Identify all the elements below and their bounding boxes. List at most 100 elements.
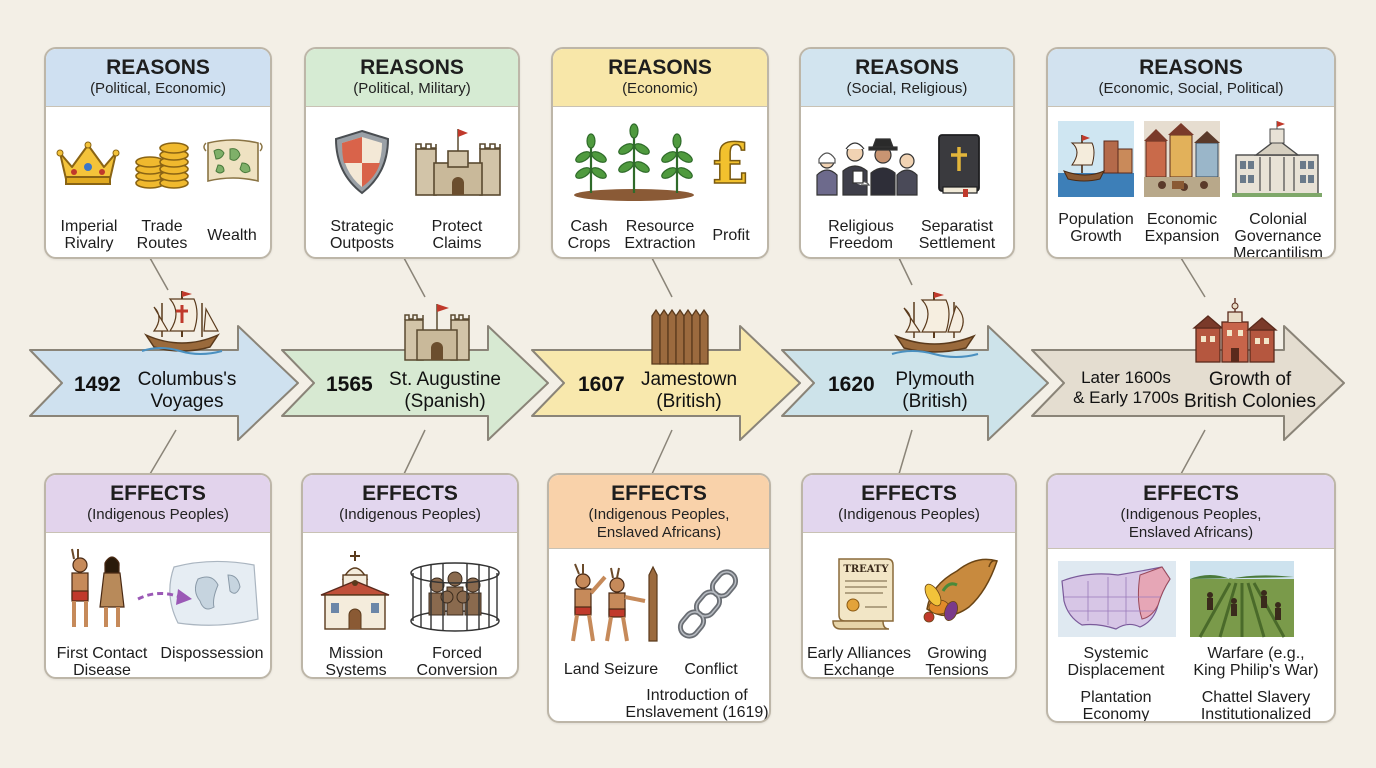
item-line: Early Alliances bbox=[806, 645, 912, 662]
item-line: Profit bbox=[712, 227, 750, 244]
item-line: Tensions bbox=[925, 662, 989, 679]
item-line: Systems bbox=[325, 662, 387, 679]
item-line: Introduction of bbox=[646, 687, 748, 704]
item-line: Conversion bbox=[416, 662, 498, 679]
event-line: Jamestown bbox=[640, 369, 738, 390]
effects-card-1492: EFFECTS (Indigenous Peoples) First Conta… bbox=[44, 473, 272, 679]
arrow-1565 bbox=[281, 325, 549, 441]
item-line: Economy bbox=[1082, 706, 1150, 723]
reasons-card-1492: REASONS (Political, Economic) Imperial R… bbox=[44, 47, 272, 259]
card-header: EFFECTS (Indigenous Peoples) bbox=[46, 475, 270, 533]
item-conflict: Conflict bbox=[684, 661, 737, 678]
colonies-map-icon bbox=[1058, 561, 1176, 637]
palisade-icon bbox=[651, 308, 709, 365]
item-trade-routes: Trade Routes bbox=[137, 218, 188, 252]
card-subtitle: (Political, Military) bbox=[353, 80, 471, 97]
item-first-contact-disease: First Contact Disease bbox=[56, 645, 148, 679]
card-body: Systemic Displacement Warfare (e.g., Kin… bbox=[1048, 549, 1334, 723]
item-religious-freedom: Religious Freedom bbox=[828, 218, 894, 252]
effects-card-1620: EFFECTS (Indigenous Peoples) TREATY Earl… bbox=[801, 473, 1017, 679]
item-line: Disease bbox=[73, 662, 131, 679]
card-body: Strategic Outposts Protect Claims bbox=[306, 107, 518, 257]
card-subtitle: (Indigenous Peoples) bbox=[838, 506, 980, 523]
item-land-seizure: Land Seizure bbox=[564, 661, 658, 678]
card-header: REASONS (Economic, Social, Political) bbox=[1048, 49, 1334, 107]
fort-icon bbox=[415, 129, 501, 196]
card-subtitle: (Economic, Social, Political) bbox=[1098, 80, 1284, 97]
treaty-icon: TREATY bbox=[832, 558, 894, 630]
cornucopia-icon bbox=[923, 558, 998, 623]
item-line: Forced bbox=[432, 645, 482, 662]
event-line: Voyages bbox=[150, 391, 224, 412]
item-colonial-governance: Colonial Governance Mercantilism bbox=[1233, 211, 1323, 259]
card-title: REASONS bbox=[106, 56, 210, 79]
item-plantation-economy: Plantation Economy bbox=[1080, 689, 1151, 723]
item-line: Institutionalized bbox=[1200, 706, 1312, 723]
card-title: REASONS bbox=[855, 56, 959, 79]
plantation-field-icon bbox=[1190, 561, 1294, 638]
card-body: Population Growth Economic Expansion Col… bbox=[1048, 107, 1334, 259]
item-line: Crops bbox=[567, 235, 611, 252]
event-line: (British) bbox=[656, 391, 722, 412]
item-line: Settlement bbox=[918, 235, 996, 252]
effects-card-1565: EFFECTS (Indigenous Peoples) bbox=[301, 473, 519, 679]
card-body: Imperial Rivalry Trade Routes Wealth bbox=[46, 107, 270, 257]
fort-timeline-icon bbox=[404, 304, 470, 361]
item-systemic-displacement: Systemic Displacement bbox=[1068, 645, 1165, 679]
item-line: Mercantilism bbox=[1233, 245, 1323, 259]
item-line: Governance bbox=[1234, 228, 1322, 245]
card-header: REASONS (Political, Economic) bbox=[46, 49, 270, 107]
pound-icon: £ bbox=[710, 130, 750, 198]
card-title: EFFECTS bbox=[611, 482, 707, 505]
card-subtitle: (Indigenous Peoples, bbox=[1120, 506, 1262, 523]
event-line: (Spanish) bbox=[404, 391, 486, 412]
item-line: Protect bbox=[431, 218, 483, 235]
event-line: Columbus's bbox=[137, 369, 237, 390]
card-header: REASONS (Political, Military) bbox=[306, 49, 518, 107]
year-line: Later 1600s bbox=[1081, 368, 1171, 387]
year-1565: 1565 bbox=[326, 373, 373, 396]
item-line: First Contact bbox=[56, 645, 148, 662]
card-body: Religious Freedom Separatist Settlement bbox=[801, 107, 1013, 257]
caravel-icon bbox=[141, 291, 223, 355]
item-population-growth: Population Growth bbox=[1058, 211, 1134, 245]
reasons-card-1607: REASONS (Economic) £ Cash Crops bbox=[551, 47, 769, 259]
reasons-card-growth: REASONS (Economic, Social, Political) bbox=[1046, 47, 1336, 259]
event-growth-colonies: Growth of British Colonies bbox=[1184, 369, 1316, 413]
item-line: King Philip's War) bbox=[1193, 662, 1319, 679]
item-line: Rivalry bbox=[64, 235, 114, 252]
coins-icon bbox=[135, 142, 189, 189]
item-line: Trade bbox=[141, 218, 183, 235]
item-line: Chattel Slavery bbox=[1201, 689, 1311, 706]
card-title: REASONS bbox=[1139, 56, 1243, 79]
item-line: Separatist bbox=[920, 218, 994, 235]
item-line: Freedom bbox=[828, 235, 894, 252]
item-line: Growth bbox=[1070, 228, 1122, 245]
item-line: Population bbox=[1058, 211, 1134, 228]
card-header: REASONS (Social, Religious) bbox=[801, 49, 1013, 107]
card-body: TREATY Early Alliances Exchange Growing … bbox=[803, 533, 1015, 679]
card-subtitle: (Indigenous Peoples, bbox=[588, 506, 730, 523]
event-columbus: Columbus's Voyages bbox=[126, 369, 248, 413]
event-line: British Colonies bbox=[1184, 391, 1316, 412]
event-jamestown: Jamestown (British) bbox=[630, 369, 748, 413]
item-introduction-enslavement: Introduction of Enslavement (1619) bbox=[625, 687, 768, 721]
item-economic-expansion: Economic Expansion bbox=[1145, 211, 1220, 245]
item-line: Systemic bbox=[1083, 645, 1149, 662]
arrow-1607 bbox=[531, 325, 801, 441]
card-title: REASONS bbox=[608, 56, 712, 79]
item-line: Resource bbox=[625, 218, 695, 235]
land-arrow-icon bbox=[137, 560, 259, 626]
item-line: Wealth bbox=[207, 227, 257, 244]
card-body: £ Cash Crops Resource Extraction Profit bbox=[553, 107, 767, 257]
indigenous-people-icon bbox=[71, 548, 125, 627]
item-wealth: Wealth bbox=[207, 227, 257, 244]
item-imperial-rivalry: Imperial Rivalry bbox=[61, 218, 118, 252]
card-header: EFFECTS (Indigenous Peoples, Enslaved Af… bbox=[549, 475, 769, 549]
event-line: Growth of bbox=[1208, 369, 1292, 390]
item-line: Religious bbox=[828, 218, 894, 235]
card-body: Land Seizure Conflict Introduction of En… bbox=[549, 549, 769, 721]
statehouse-icon bbox=[1232, 121, 1322, 197]
town-icon bbox=[1144, 121, 1220, 197]
